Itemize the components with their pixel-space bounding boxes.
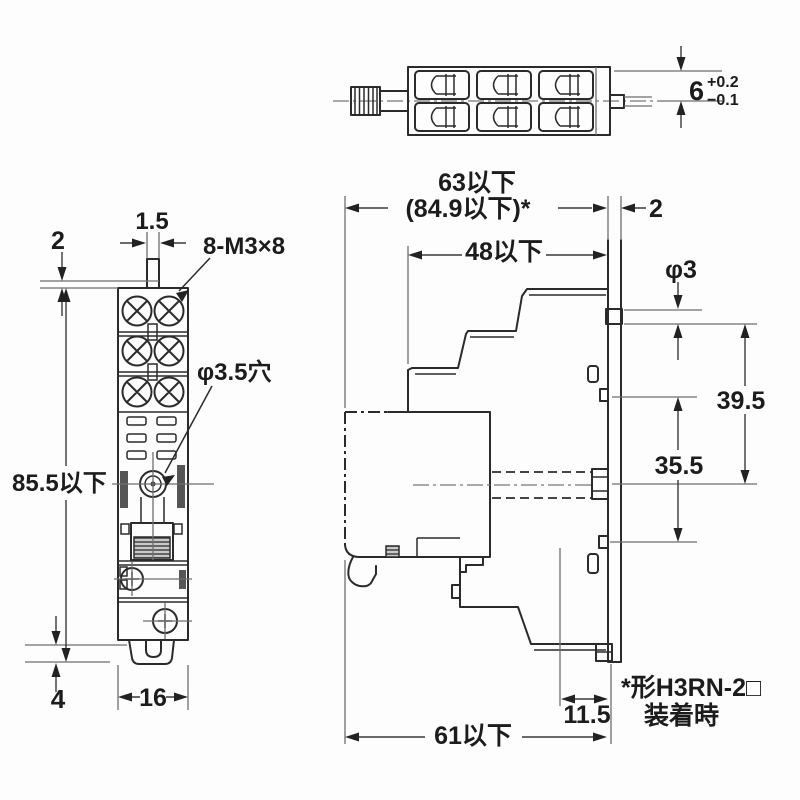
dimension-arrowheads-top [676,57,686,115]
note-line-2: 装着時 [644,701,719,730]
stud-thread-hatch [354,87,378,115]
phantom-outline [344,411,388,545]
latch-channel [140,497,165,523]
hole-spec-label: φ3.5穴 [197,358,272,386]
dim-height-max: 85.5以下 [12,470,107,497]
latch-grip [133,536,171,559]
rear-pin-top [609,94,625,109]
dim-depth-body: 48以下 [465,238,543,266]
extension-lines-top [614,70,722,102]
row-tab-1 [147,323,158,341]
side-lower-profile [451,556,608,645]
row-tab-2 [147,363,158,381]
note-line-1: *形H3RN-2□ [621,674,762,702]
vent-slots [126,416,177,460]
dim-pin-dia: φ3 [665,256,697,284]
top-view [333,66,660,136]
front-top-tab [146,258,160,289]
dim-6-tol-minus: −0.1 [707,92,739,109]
side-view-dimensions: 63以下 (84.9以下)* 48以下 2 φ3 39.5 35.5 61以下 … [344,169,766,750]
din-hook [347,556,377,588]
dim-top-clearance: 2 [51,227,65,255]
side-pin [605,308,623,325]
side-roof-profile [407,288,608,413]
dim-depth-total: 63以下 [438,169,516,197]
dim-depth-with-timer: (84.9以下)* [405,195,530,223]
plate-foot [599,388,609,402]
dim-foot-height: 4 [51,684,66,714]
dim-pin-span-upper: 39.5 [717,387,766,415]
extension-lines-front [25,232,214,710]
plate-clamp-lines [592,476,608,492]
top-view-dimensions: 6 +0.2 −0.1 [614,46,739,128]
side-view [344,239,623,663]
dim-pin-span-lower: 35.5 [655,452,704,480]
dim-lines-side [359,207,746,738]
dim-6-value: 6 [689,76,704,106]
latch-body [130,522,174,561]
dimension-arrowheads-front [51,238,189,702]
bottom-foot [128,639,175,665]
lower-notch-2 [119,579,128,590]
side-slot-right [177,465,185,508]
dim-lines-front [55,242,186,698]
leader-lines [164,257,213,474]
plate-clamp [591,468,609,500]
plate-slot-lower [587,553,599,574]
plate-notch [598,535,609,549]
terminal-screws [121,295,185,408]
bottom-foot-notch [145,639,162,658]
lower-notch-1 [119,566,128,577]
latch-flank-left [120,523,130,535]
screw-spec-label: 8-M3×8 [203,233,285,260]
side-roof-double-lines [415,294,606,651]
plate-slot-upper [587,365,599,383]
hidden-pin-lines [492,471,592,499]
rear-pin-edge-lines [624,96,652,107]
side-slot-left [120,471,128,508]
dim-depth-lower: 61以下 [434,722,512,750]
front-view-dimensions: 1.5 2 8-M3×8 φ3.5穴 85.5以下 16 4 [12,208,285,714]
dim-plate-thickness: 2 [649,195,663,223]
extension-lines-side [344,196,757,744]
latch-flank-right [173,523,183,535]
mounting-plate [607,239,622,663]
side-lower-inner [416,537,460,557]
dim-body-width: 16 [139,684,167,712]
screw-x-slots [127,301,179,402]
din-slider [385,545,400,558]
dim-pin-offset: 11.5 [563,701,610,729]
dim-6-tol-plus: +0.2 [707,74,739,91]
dim-tab-width: 1.5 [135,208,168,235]
